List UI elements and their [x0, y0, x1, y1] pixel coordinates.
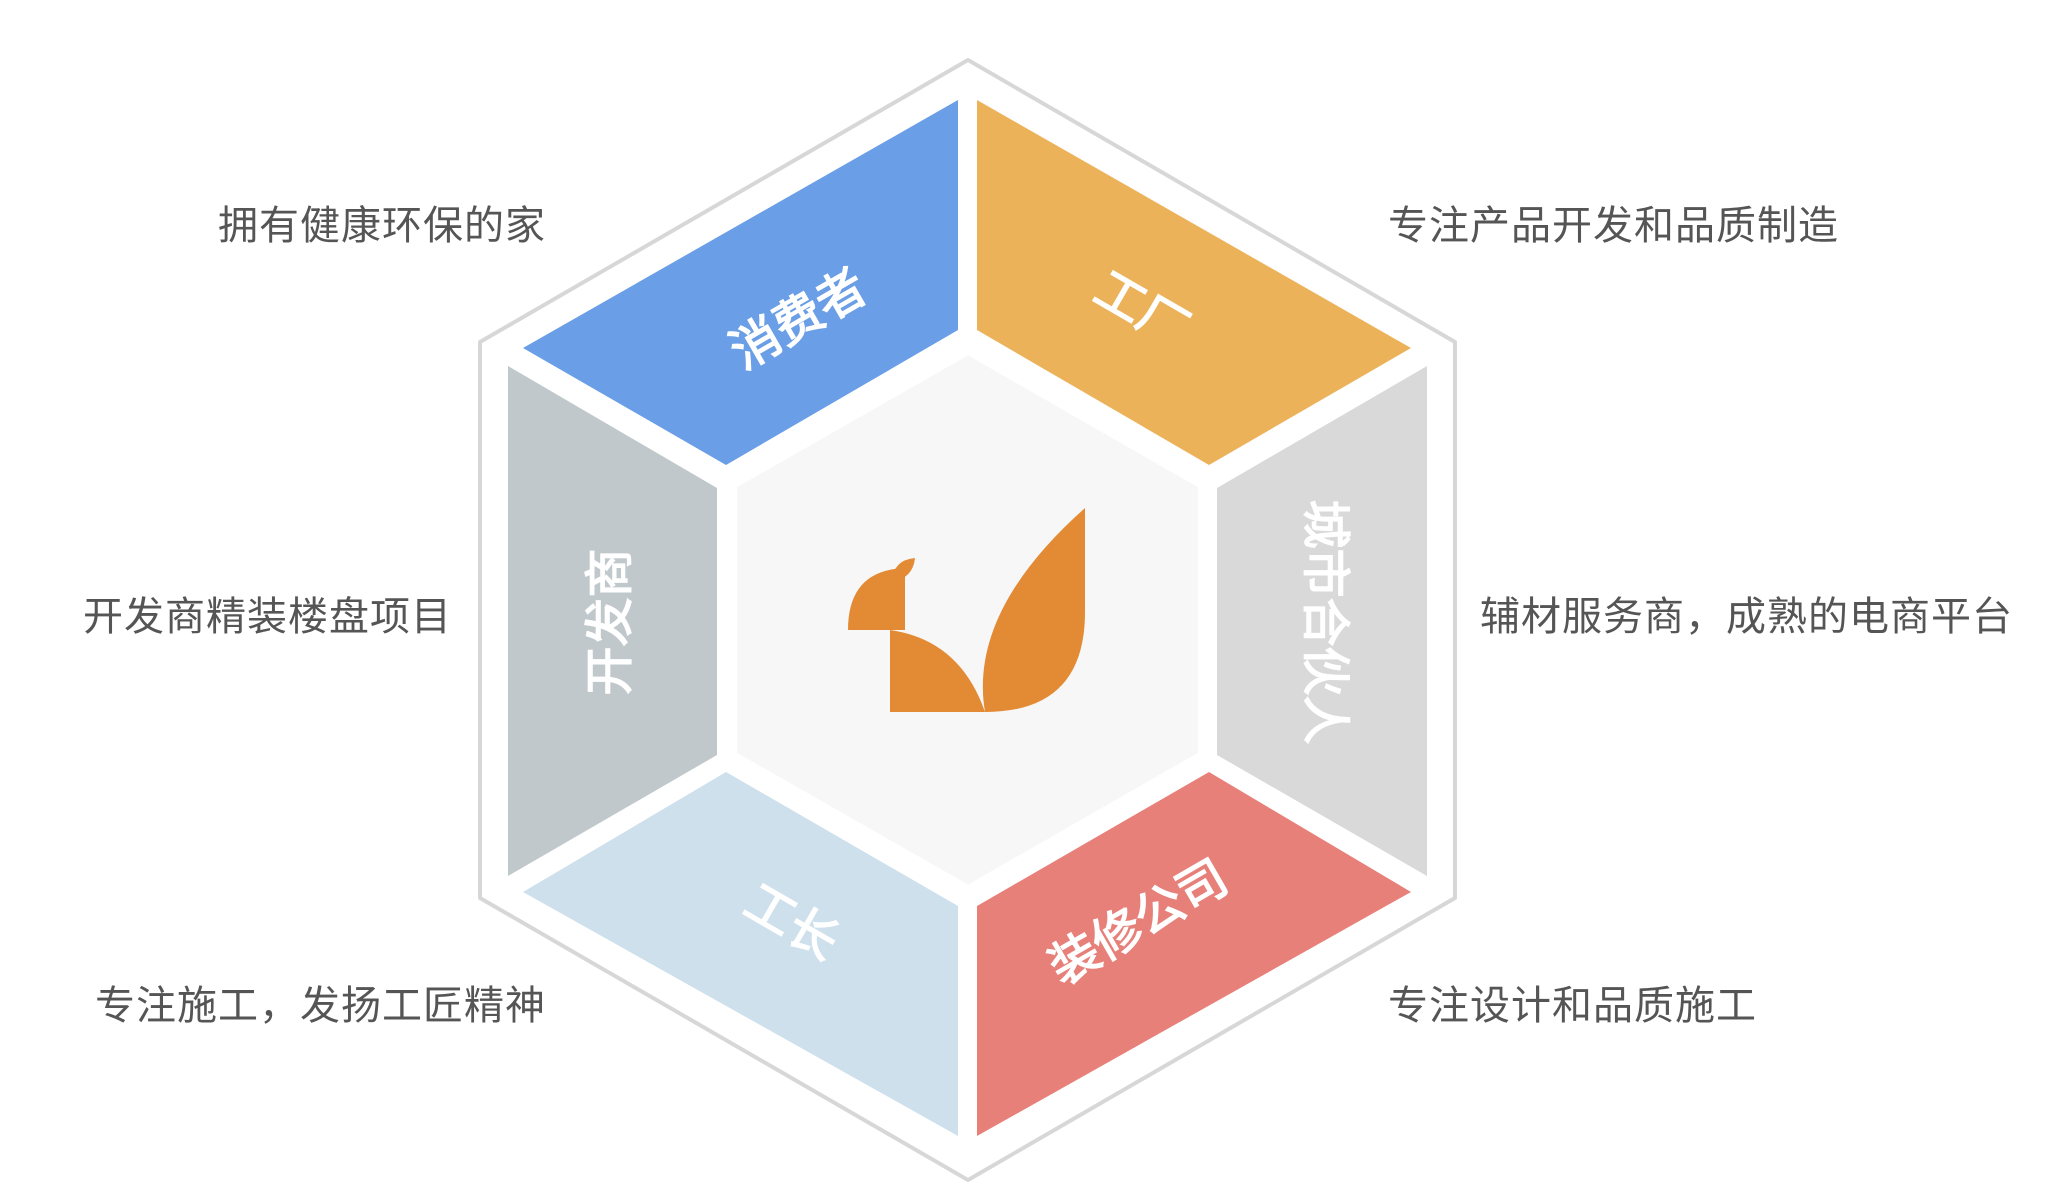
- segment-consumer: [523, 100, 958, 465]
- description-developer: 开发商精装楼盘项目: [83, 594, 452, 640]
- description-factory: 专注产品开发和品质制造: [1388, 203, 1839, 249]
- center-hexagon: [719, 336, 1216, 904]
- segment-workers: [523, 772, 958, 1136]
- segment-city-partner: [1217, 366, 1427, 876]
- segment-developer: [508, 366, 717, 876]
- segment-label-city-partner: 城市合伙人: [1297, 499, 1354, 744]
- description-city-partner: 辅材服务商，成熟的电商平台: [1480, 594, 2013, 640]
- leaf-fox-logo-icon: [848, 508, 1085, 712]
- segment-label-developer: 开发商: [582, 548, 639, 695]
- description-workers: 专注施工，发扬工匠精神: [95, 983, 546, 1029]
- segment-decoration-company: [977, 772, 1411, 1136]
- description-decoration-company: 专注设计和品质施工: [1388, 983, 1757, 1029]
- description-consumer: 拥有健康环保的家: [218, 203, 546, 249]
- segment-factory: [977, 100, 1411, 465]
